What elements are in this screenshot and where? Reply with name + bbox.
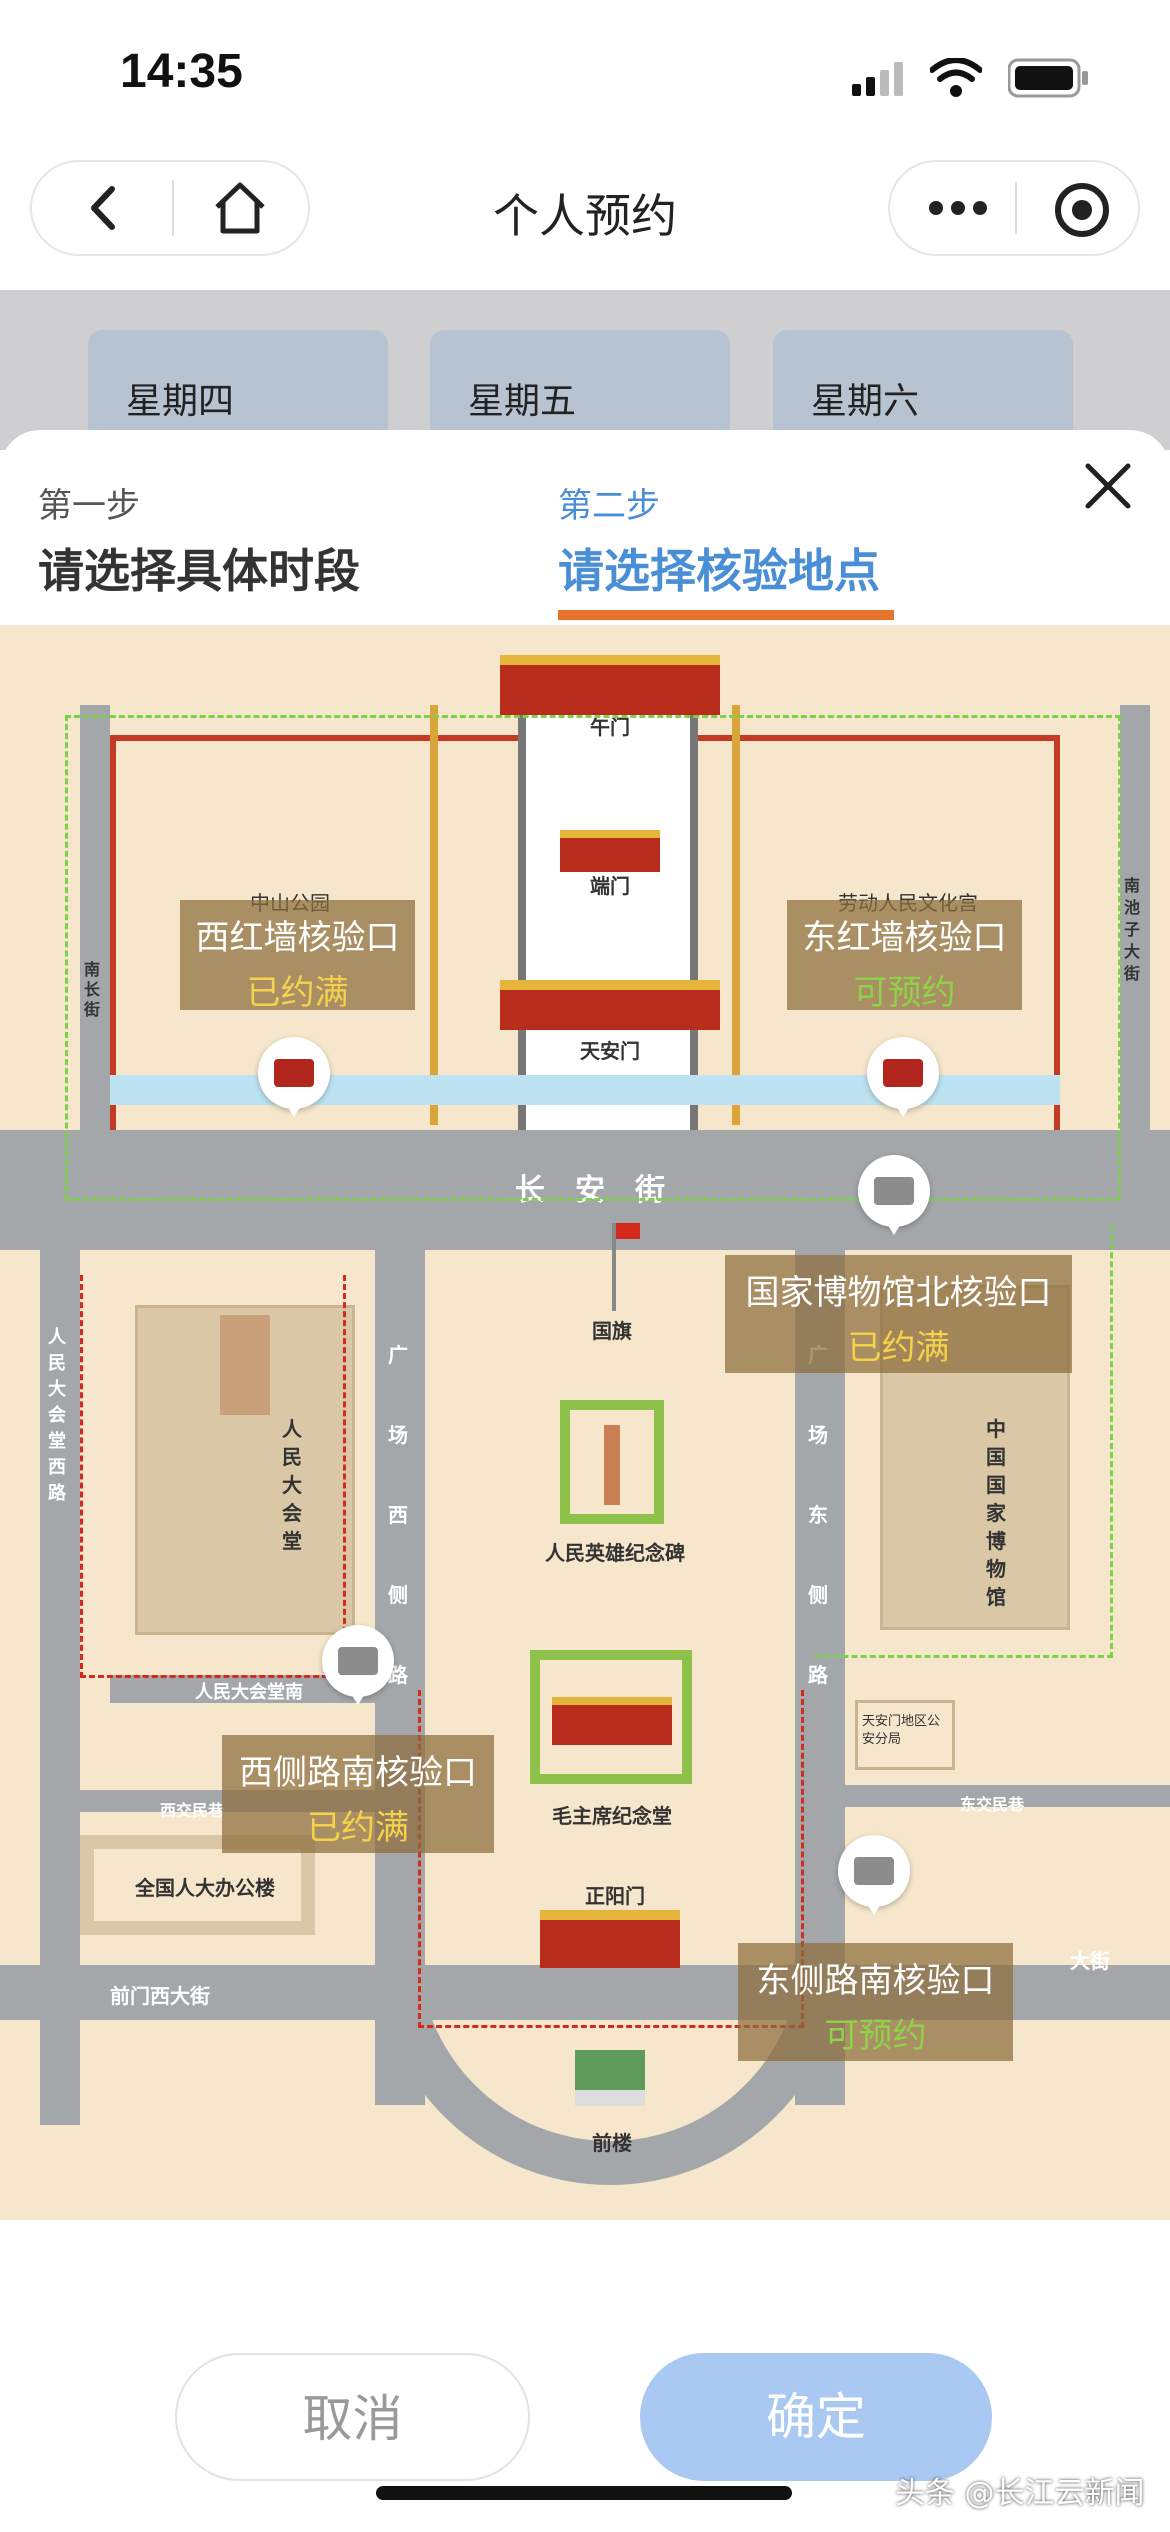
qianlou-building <box>575 2050 645 2106</box>
qianlou-label: 前楼 <box>592 2131 632 2155</box>
monument-frame <box>560 1400 664 1524</box>
more-button[interactable] <box>918 180 998 236</box>
close-icon[interactable] <box>1078 456 1138 516</box>
checkpoint-status: 已约满 <box>246 973 349 1013</box>
changan-label: 长安街 <box>515 1173 695 1208</box>
palace-wall-gold <box>732 705 740 1125</box>
wumen-building <box>500 655 720 715</box>
monument-label: 人民英雄纪念碑 <box>545 1541 685 1565</box>
checkpoint-museum-north[interactable]: 国家博物馆北核验口 已约满 <box>725 1255 1072 1373</box>
qianmen-west-label: 前门西大街 <box>110 1984 210 2008</box>
west-road-label: 人民大会堂西路 <box>48 1327 66 1504</box>
red-route-line <box>418 1690 804 2028</box>
checkpoint-east-south[interactable]: 东侧路南核验口 可预约 <box>738 1943 1013 2061</box>
day-label: 星期五 <box>468 381 577 422</box>
red-route-line <box>80 1275 346 1678</box>
dongjiao-label: 东交民巷 <box>960 1795 1025 1814</box>
wumen-label: 午门 <box>590 715 630 739</box>
cancel-button[interactable]: 取消 <box>175 2353 530 2481</box>
dongjiao-road <box>845 1785 1170 1807</box>
home-indicator[interactable] <box>376 2486 792 2500</box>
duanmen-label: 端门 <box>590 874 630 898</box>
mausoleum-frame <box>530 1650 692 1784</box>
home-button[interactable] <box>205 175 275 241</box>
flag-label: 国旗 <box>592 1319 632 1343</box>
duanmen-building <box>560 830 660 872</box>
page-title: 个人预约 <box>493 189 677 243</box>
close-miniapp-button[interactable] <box>1050 178 1114 242</box>
active-step-indicator <box>558 610 894 620</box>
step-two-tab[interactable]: 第二步 请选择核验地点 <box>558 478 938 598</box>
hall-south-label: 人民大会堂南 <box>195 1682 303 1703</box>
battery-icon <box>1007 58 1090 98</box>
nanchizi-label: 南池子大街 <box>1124 876 1141 983</box>
tiananmen-label: 天安门 <box>580 1039 640 1063</box>
green-route-line <box>65 715 1121 1201</box>
xijiao-label: 西交民巷 <box>160 1801 225 1820</box>
checkpoint-name: 国家博物馆北核验口 <box>745 1273 1052 1313</box>
nav-capsule-left <box>30 160 310 256</box>
green-route-line <box>815 1225 1113 1658</box>
flagpole <box>612 1223 616 1311</box>
checkpoint-west-south[interactable]: 西侧路南核验口 已约满 <box>222 1735 494 1853</box>
mausoleum <box>552 1697 672 1745</box>
watermark: 头条 @长江云新闻 <box>895 2476 1145 2511</box>
wifi-icon <box>929 57 983 98</box>
great-hall-center <box>220 1315 270 1415</box>
palace-road <box>518 710 698 1130</box>
day-label: 星期六 <box>811 381 920 422</box>
step-one-title: 请选择具体时段 <box>38 544 360 598</box>
map-view[interactable]: 午门 端门 天安门 中山公园 劳动人民文化宫 长安街 前门西大街 大街 西交民巷… <box>0 625 1170 2220</box>
qianmen-east-label: 大街 <box>1070 1949 1110 1973</box>
square-east-label: 广场东侧路 <box>808 1343 828 1687</box>
tiananmen-building <box>500 980 720 1030</box>
checkpoint-name: 西红墙核验口 <box>195 918 400 958</box>
step-two-label: 第二步 <box>558 486 660 526</box>
nanchang-street <box>80 705 110 1135</box>
capsule-divider <box>172 180 174 236</box>
step-one-label: 第一步 <box>38 486 140 526</box>
npc-office-label: 全国人大办公楼 <box>135 1876 275 1900</box>
day-label: 星期四 <box>126 381 235 422</box>
checkpoint-pin-east-south[interactable] <box>838 1835 910 1915</box>
changan-street <box>0 1130 1170 1250</box>
checkpoint-pin-west-south[interactable] <box>322 1625 394 1705</box>
checkpoint-status: 已约满 <box>847 1328 950 1368</box>
checkpoint-east-red-wall[interactable]: 东红墙核验口 可预约 <box>787 900 1022 1013</box>
signal-icon <box>852 62 912 96</box>
checkpoint-status: 可预约 <box>824 2016 927 2056</box>
step-one-tab[interactable]: 第一步 请选择具体时段 <box>38 478 418 598</box>
checkpoint-pin-museum-north[interactable] <box>858 1155 930 1235</box>
police-station <box>855 1700 955 1770</box>
checkpoint-name: 东红墙核验口 <box>802 918 1007 958</box>
flag <box>616 1223 640 1239</box>
capsule-divider-right <box>1015 182 1017 234</box>
monument <box>604 1425 620 1505</box>
nanchizi-street <box>1120 705 1150 1135</box>
museum-label: 中国国家博物馆 <box>986 1417 1006 1609</box>
status-time: 14:35 <box>120 45 243 98</box>
checkpoint-name: 西侧路南核验口 <box>239 1753 477 1793</box>
back-button[interactable] <box>70 175 140 241</box>
checkpoint-pin-west-red-wall[interactable] <box>258 1037 330 1117</box>
checkpoint-name: 东侧路南核验口 <box>756 1961 995 2001</box>
nanchang-label: 南长街 <box>84 960 101 1019</box>
hall-label: 人民大会堂 <box>282 1417 302 1553</box>
palace-wall-gold <box>430 705 438 1125</box>
step-two-title: 请选择核验地点 <box>558 544 880 598</box>
checkpoint-west-red-wall[interactable]: 西红墙核验口 已约满 <box>180 900 415 1013</box>
checkpoint-status: 已约满 <box>307 1808 409 1848</box>
zhengyangmen-label: 正阳门 <box>585 1884 645 1908</box>
zhengyangmen-building <box>540 1910 680 1968</box>
checkpoint-status: 可预约 <box>853 973 956 1013</box>
confirm-button[interactable]: 确定 <box>640 2353 992 2481</box>
mausoleum-label: 毛主席纪念堂 <box>552 1804 672 1828</box>
checkpoint-pin-east-red-wall[interactable] <box>867 1037 939 1117</box>
police-label: 天安门地区公安分局 <box>862 1714 941 1747</box>
